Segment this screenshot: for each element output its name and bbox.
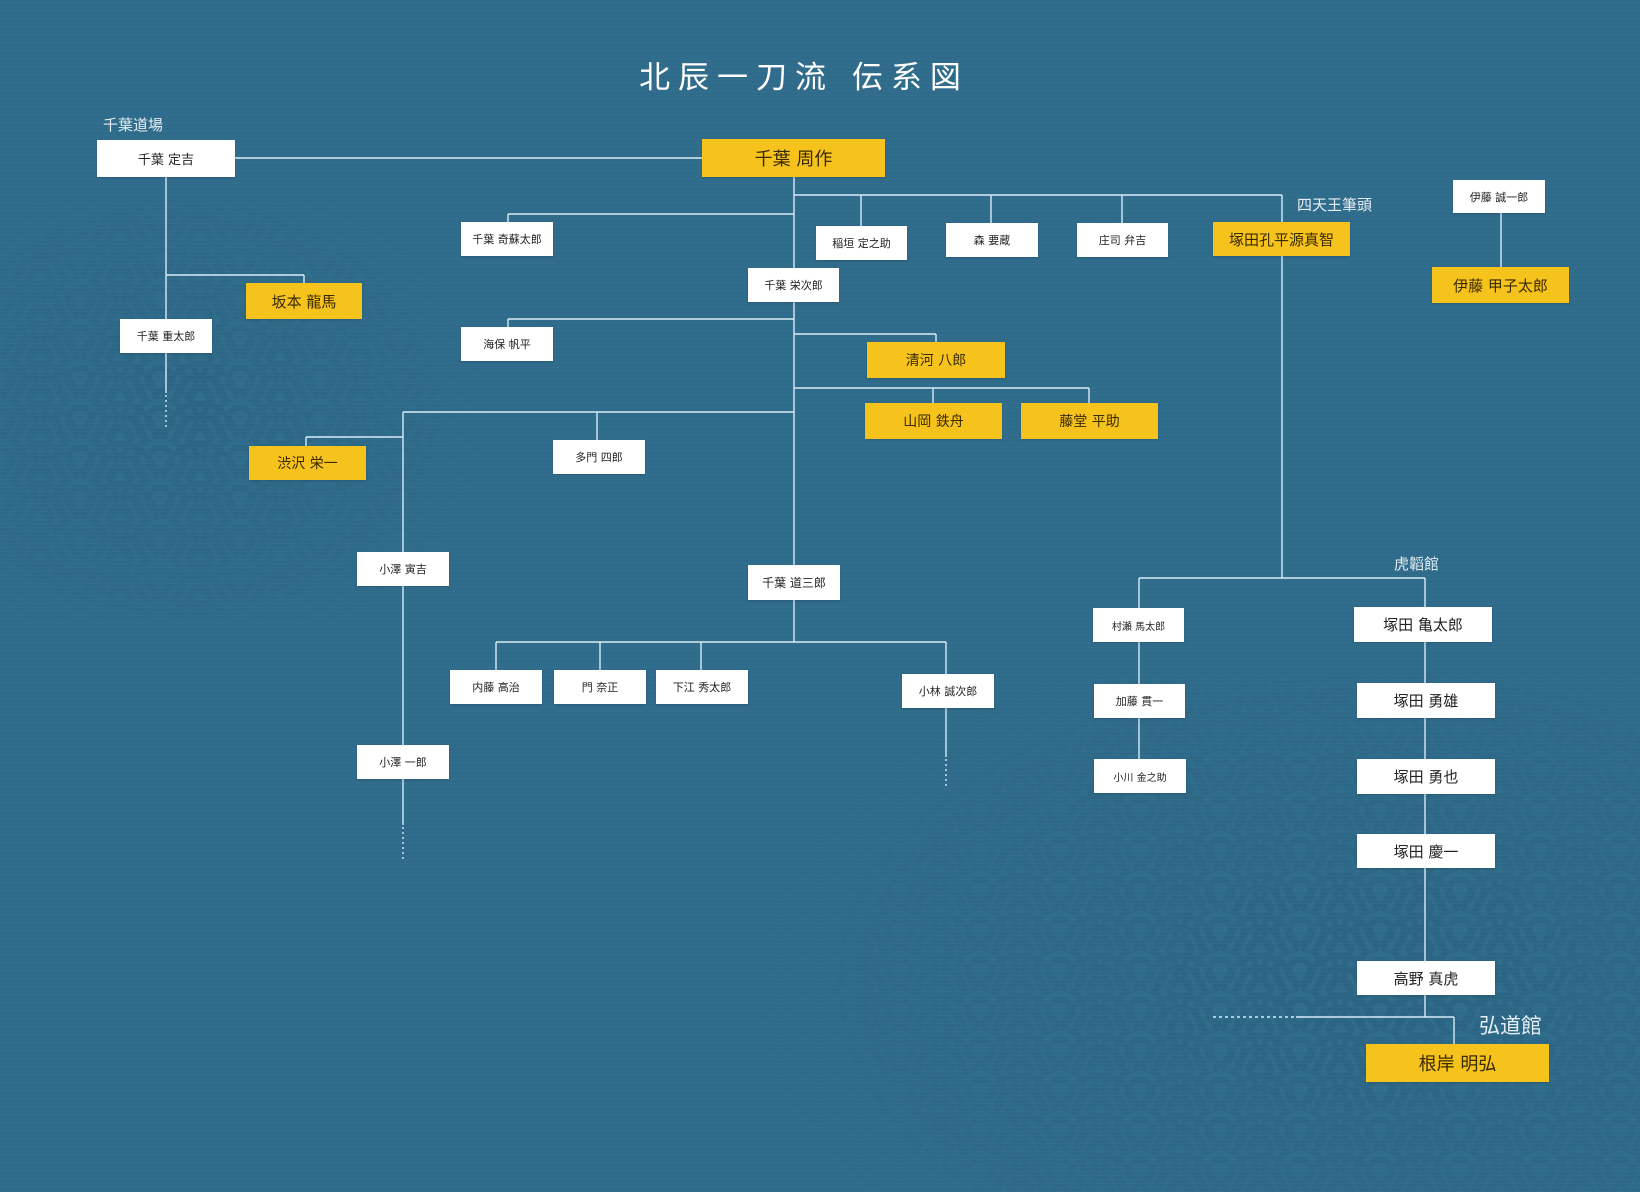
node-inagaki-sadanosuke[interactable]: 稲垣 定之助 xyxy=(816,226,907,260)
node-tamon-shiro[interactable]: 多門 四郎 xyxy=(553,440,645,474)
node-tsukada-yuo[interactable]: 塚田 勇雄 xyxy=(1357,683,1495,718)
node-naito-takaharu[interactable]: 内藤 高治 xyxy=(450,670,542,704)
node-yamaoka-tesshu[interactable]: 山岡 鉄舟 xyxy=(865,403,1002,439)
node-negishi-akihiro[interactable]: 根岸 明弘 xyxy=(1366,1044,1549,1082)
node-tsukada-kohei[interactable]: 塚田孔平源真智 xyxy=(1213,222,1350,256)
node-shibusawa-eiichi[interactable]: 渋沢 栄一 xyxy=(249,446,366,480)
node-chiba-michisaburo[interactable]: 千葉 道三郎 xyxy=(748,565,840,600)
diagram-title: 北辰一刀流 伝系図 xyxy=(639,60,969,96)
node-ozawa-ichiro[interactable]: 小澤 一郎 xyxy=(357,745,449,779)
node-kato-kanichi[interactable]: 加藤 貫一 xyxy=(1094,684,1185,718)
node-chiba-shusaku[interactable]: 千葉 周作 xyxy=(702,139,885,177)
node-ito-seiichiro[interactable]: 伊藤 誠一郎 xyxy=(1453,180,1545,213)
node-shoji-benkichi[interactable]: 庄司 弁吉 xyxy=(1077,223,1168,257)
node-kiyokawa-hachiro[interactable]: 清河 八郎 xyxy=(867,342,1005,378)
node-kobayashi-seijiro[interactable]: 小林 誠次郎 xyxy=(902,674,994,708)
label-kotokan: 虎韜館 xyxy=(1394,555,1440,573)
node-kaiho-hanpei[interactable]: 海保 帆平 xyxy=(461,327,553,361)
label-shitenno-hitto: 四天王筆頭 xyxy=(1297,196,1373,214)
node-mori-yozo[interactable]: 森 要蔵 xyxy=(946,223,1038,257)
label-kodokan: 弘道館 xyxy=(1479,1014,1542,1038)
node-murase-umataro[interactable]: 村瀬 馬太郎 xyxy=(1093,608,1184,642)
node-ogawa-kinnosuke[interactable]: 小川 金之助 xyxy=(1094,759,1186,793)
seigaiha-pattern-bottom-right xyxy=(740,672,1640,1192)
node-kado-namasa[interactable]: 門 奈正 xyxy=(554,670,646,704)
label-chiba-dojo: 千葉道場 xyxy=(103,116,164,134)
node-sakamoto-ryoma[interactable]: 坂本 龍馬 xyxy=(246,283,362,319)
node-tsukada-keiichi[interactable]: 塚田 慶一 xyxy=(1357,834,1495,868)
node-tsukada-kametaro[interactable]: 塚田 亀太郎 xyxy=(1354,607,1492,642)
node-ito-kashitaro[interactable]: 伊藤 甲子太郎 xyxy=(1432,267,1569,303)
node-chiba-kisotaro[interactable]: 千葉 奇蘇太郎 xyxy=(461,222,553,256)
node-todo-heisuke[interactable]: 藤堂 平助 xyxy=(1021,403,1158,439)
node-takano-masatora[interactable]: 高野 真虎 xyxy=(1357,961,1495,995)
node-chiba-sadakichi[interactable]: 千葉 定吉 xyxy=(97,140,235,177)
node-tsukada-yuya[interactable]: 塚田 勇也 xyxy=(1357,759,1495,794)
node-chiba-eijiro[interactable]: 千葉 栄次郎 xyxy=(748,268,839,302)
node-shimoe-hidetaro[interactable]: 下江 秀太郎 xyxy=(656,670,748,704)
node-ozawa-torakichi[interactable]: 小澤 寅吉 xyxy=(357,552,449,586)
node-chiba-jutaro[interactable]: 千葉 重太郎 xyxy=(120,319,212,353)
